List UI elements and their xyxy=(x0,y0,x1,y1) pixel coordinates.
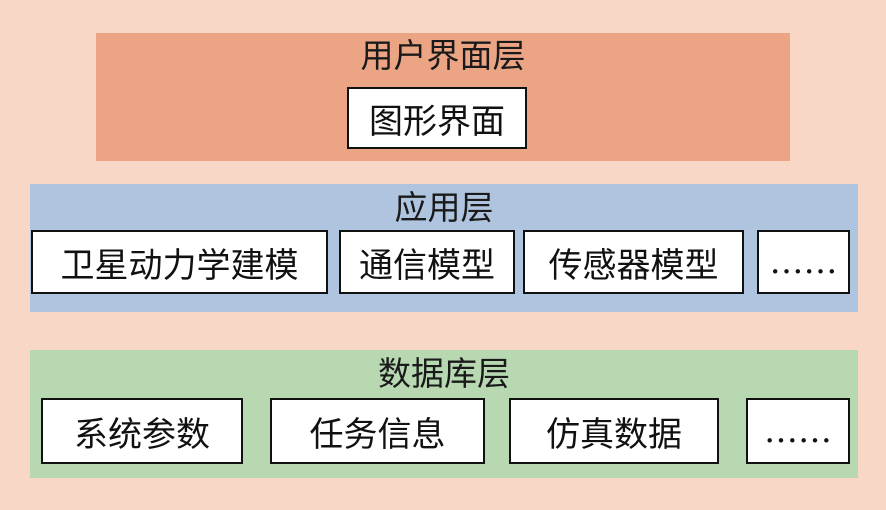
application-layer: 应用层 卫星动力学建模 通信模型 传感器模型 …… xyxy=(30,184,858,312)
box-simulation-data: 仿真数据 xyxy=(509,398,719,464)
box-sensor-model: 传感器模型 xyxy=(523,230,744,294)
ui-layer-title: 用户界面层 xyxy=(360,36,526,75)
box-db-more: …… xyxy=(746,398,850,464)
database-layer-title: 数据库层 xyxy=(378,354,510,393)
box-graphical-interface: 图形界面 xyxy=(347,87,527,149)
database-layer: 数据库层 系统参数 任务信息 仿真数据 …… xyxy=(30,350,858,478)
ui-layer: 用户界面层 图形界面 xyxy=(96,33,790,161)
application-layer-title: 应用层 xyxy=(394,188,494,227)
box-task-information: 任务信息 xyxy=(270,398,485,464)
box-satellite-dynamics-modeling: 卫星动力学建模 xyxy=(31,230,328,294)
box-system-parameters: 系统参数 xyxy=(41,398,243,464)
box-communication-model: 通信模型 xyxy=(339,230,515,294)
box-app-more: …… xyxy=(757,230,850,294)
